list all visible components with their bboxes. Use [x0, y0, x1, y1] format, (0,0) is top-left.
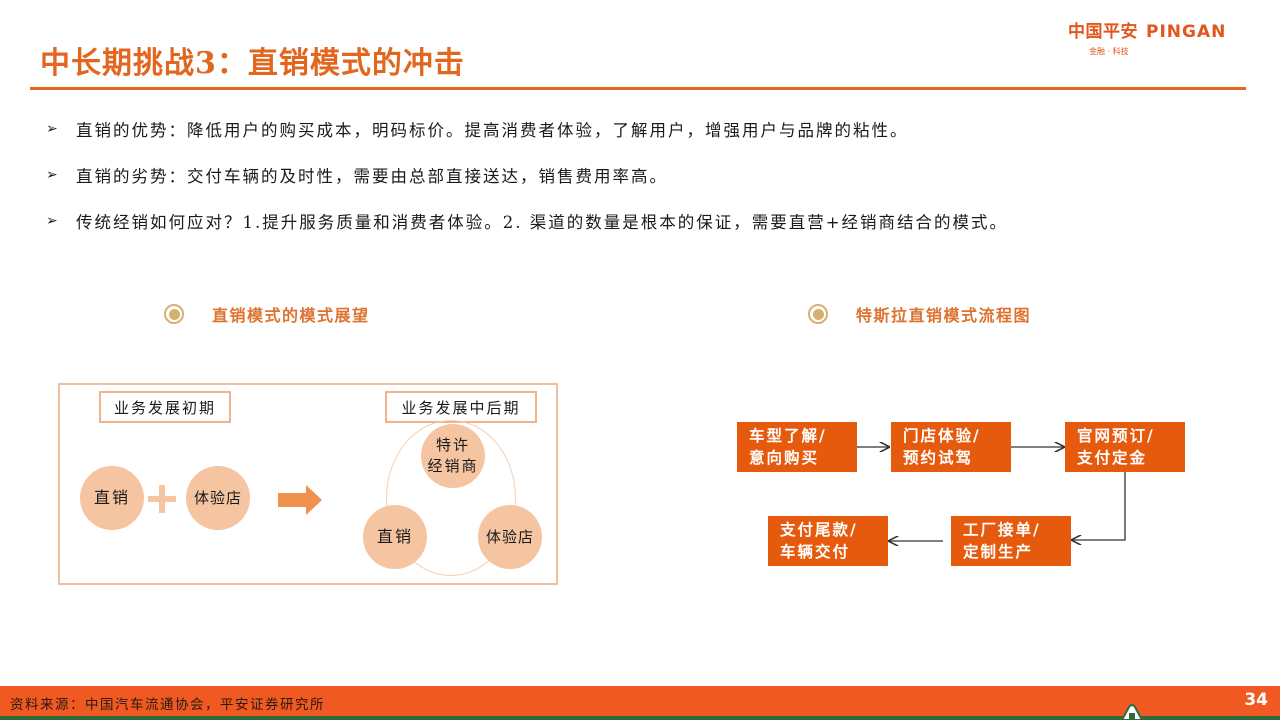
footer-green-line — [0, 716, 1280, 720]
step-line2: 定制生产 — [963, 542, 1034, 561]
left-section-heading: 直销模式的模式展望 — [164, 302, 370, 326]
step-line2: 意向购买 — [749, 448, 820, 467]
step-line1: 支付尾款/ — [780, 520, 858, 539]
flow-step-learn-models: 车型了解/ 意向购买 — [737, 422, 857, 472]
step-line2: 支付定金 — [1077, 448, 1148, 467]
circle-label-line1: 特许 — [435, 436, 470, 454]
arrow-bullet-icon: ➢ — [46, 121, 60, 137]
circle-experience-store-later: 体验店 — [478, 505, 542, 569]
right-arrow-icon — [278, 485, 322, 515]
page-title: 中长期挑战3：直销模式的冲击 — [40, 46, 465, 81]
bullet-advantages: ➢ 直销的优势：降低用户的购买成本，明码标价。提高消费者体验，了解用户，增强用户… — [46, 106, 1008, 152]
arrow-bullet-icon: ➢ — [46, 213, 60, 229]
page-number: 34 — [1244, 690, 1268, 710]
cycle-ring — [386, 420, 516, 576]
step-line2: 车辆交付 — [780, 542, 851, 561]
bullet-text: 直销的劣势：交付车辆的及时性，需要由总部直接送达，销售费用率高。 — [76, 167, 668, 186]
pingan-logo: 中国平安 PINGAN 金融 · 科技 — [1068, 17, 1268, 57]
later-stage-label: 业务发展中后期 — [385, 391, 537, 423]
model-outlook-frame — [58, 383, 558, 585]
arrow-bullet-icon: ➢ — [46, 167, 60, 183]
step-line1: 车型了解/ — [749, 426, 827, 445]
bullet-text: 传统经销如何应对？1.提升服务质量和消费者体验。2. 渠道的数量是根本的保证，需… — [76, 213, 1009, 232]
pingan-emblem-icon — [1120, 704, 1144, 720]
bullet-response: ➢ 传统经销如何应对？1.提升服务质量和消费者体验。2. 渠道的数量是根本的保证… — [46, 198, 1008, 244]
logo-wordmark: 中国平安 PINGAN — [1068, 17, 1268, 42]
bullet-list: ➢ 直销的优势：降低用户的购买成本，明码标价。提高消费者体验，了解用户，增强用户… — [46, 106, 1008, 244]
right-section-heading: 特斯拉直销模式流程图 — [808, 302, 1031, 326]
flow-step-online-order: 官网预订/ 支付定金 — [1065, 422, 1185, 472]
footer-bar — [0, 686, 1280, 716]
plus-icon-v — [159, 485, 165, 513]
source-note: 资料来源：中国汽车流通协会，平安证券研究所 — [10, 697, 325, 713]
flow-step-store-experience: 门店体验/ 预约试驾 — [891, 422, 1011, 472]
section-heading-label: 直销模式的模式展望 — [212, 306, 370, 325]
step-line1: 工厂接单/ — [963, 520, 1041, 539]
step-line1: 官网预订/ — [1077, 426, 1155, 445]
bullet-disadvantages: ➢ 直销的劣势：交付车辆的及时性，需要由总部直接送达，销售费用率高。 — [46, 152, 1008, 198]
target-bullet-icon — [808, 304, 828, 324]
circle-direct-sales-later: 直销 — [363, 505, 427, 569]
circle-experience-store: 体验店 — [186, 466, 250, 530]
section-heading-label: 特斯拉直销模式流程图 — [856, 306, 1032, 325]
flow-step-factory-production: 工厂接单/ 定制生产 — [951, 516, 1071, 566]
logo-cn: 中国平安 — [1068, 22, 1138, 42]
circle-direct-sales: 直销 — [80, 466, 144, 530]
title-divider — [30, 87, 1246, 90]
logo-en: PINGAN — [1146, 22, 1227, 42]
circle-franchise-dealer: 特许 经销商 — [421, 424, 485, 488]
flow-step-final-payment: 支付尾款/ 车辆交付 — [768, 516, 888, 566]
step-line2: 预约试驾 — [903, 448, 974, 467]
bullet-text: 直销的优势：降低用户的购买成本，明码标价。提高消费者体验，了解用户，增强用户与品… — [76, 121, 909, 140]
logo-tagline: 金融 · 科技 — [1089, 47, 1129, 56]
step-line1: 门店体验/ — [903, 426, 981, 445]
target-bullet-icon — [164, 304, 184, 324]
circle-label-line2: 经销商 — [427, 457, 479, 475]
early-stage-label: 业务发展初期 — [99, 391, 231, 423]
